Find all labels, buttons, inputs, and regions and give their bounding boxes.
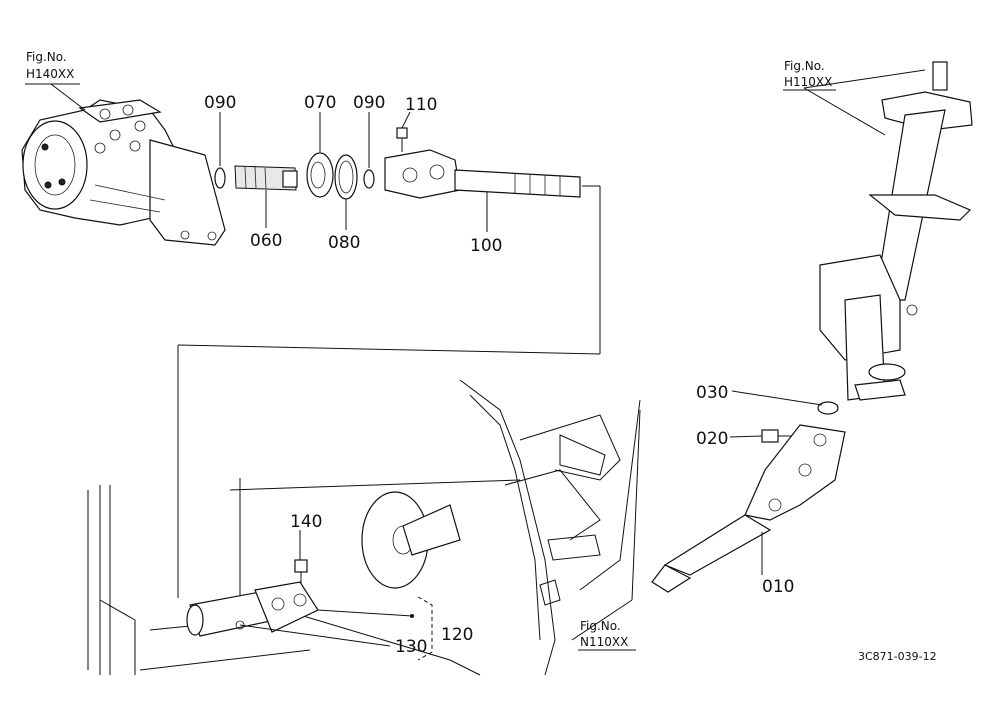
- fig-ref-code: H110XX: [784, 75, 832, 89]
- fig-ref-code: H140XX: [26, 67, 74, 81]
- part-label-020: 020: [696, 429, 728, 449]
- fig-ref-h140xx: Fig.No. H140XX: [25, 50, 80, 85]
- part-label-090: 090: [204, 93, 236, 113]
- leader-lines: [50, 69, 926, 661]
- part-label-100: 100: [470, 236, 502, 256]
- part-label-130: 130: [395, 637, 427, 657]
- upper-shaft-assembly: [214, 127, 581, 200]
- part-label-080: 080: [328, 233, 360, 253]
- part-label-060: 060: [250, 231, 282, 251]
- part-label-140: 140: [290, 512, 322, 532]
- steering-unit: [21, 99, 226, 246]
- part-label-030: 030: [696, 383, 728, 403]
- fig-ref-n110xx: Fig.No. N110XX: [578, 619, 636, 651]
- lower-shaft-assembly: [651, 401, 846, 593]
- chassis: [87, 379, 641, 676]
- diagram-code: 3C871-039-12: [858, 650, 937, 663]
- part-label-090: 090: [353, 93, 385, 113]
- part-label-010: 010: [762, 577, 794, 597]
- fig-ref-h110xx: Fig.No. H110XX: [783, 59, 836, 91]
- fig-ref-prefix: Fig.No.: [580, 619, 621, 633]
- fig-ref-code: N110XX: [580, 635, 628, 649]
- steering-column: [819, 61, 973, 401]
- fig-ref-prefix: Fig.No.: [784, 59, 825, 73]
- part-label-120: 120: [441, 625, 473, 645]
- part-label-110: 110: [405, 95, 437, 115]
- part-label-070: 070: [304, 93, 336, 113]
- lower-joint: [186, 559, 319, 637]
- fig-ref-prefix: Fig.No.: [26, 50, 67, 64]
